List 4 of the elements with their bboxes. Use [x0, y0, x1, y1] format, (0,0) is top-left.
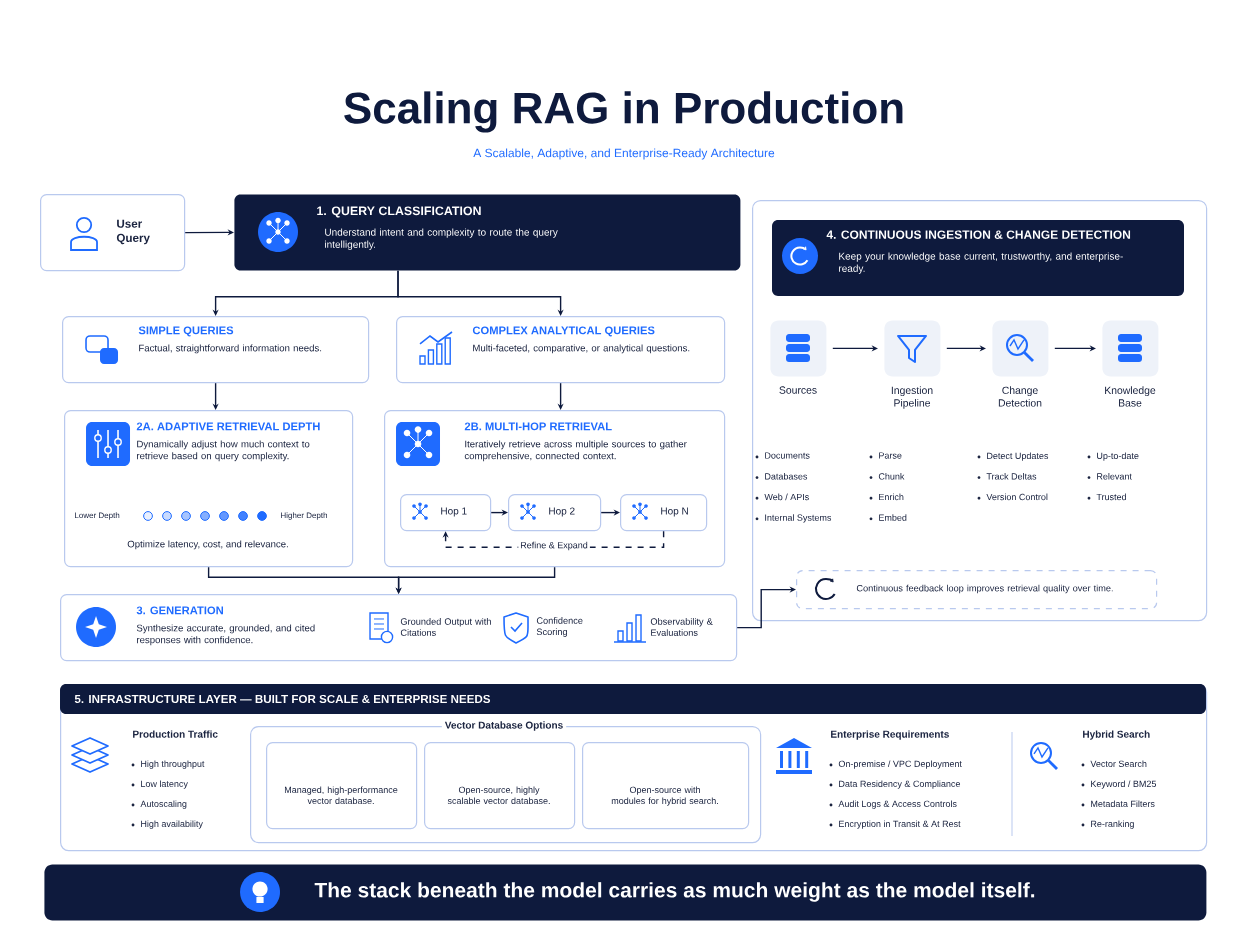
banner: The stack beneath the model carries as much weight as the model itself.: [44, 864, 1207, 921]
title: Scaling RAG in Production: [344, 91, 903, 133]
arrow: [736, 586, 796, 629]
arrow: [207, 566, 402, 594]
